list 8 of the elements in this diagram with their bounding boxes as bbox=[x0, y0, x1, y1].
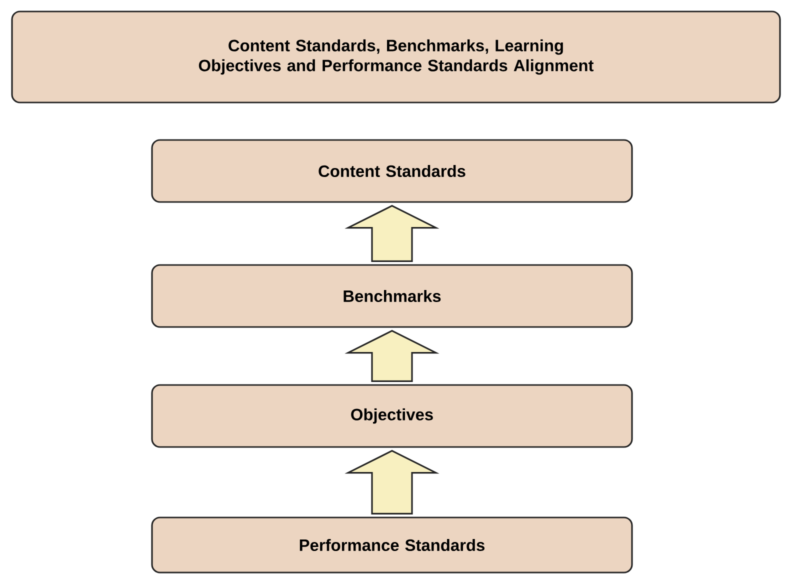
title-box: Content Standards, Benchmarks, Learning Objectives and Performance Standards Alignment bbox=[11, 10, 781, 104]
process-box: Performance Standards bbox=[151, 516, 633, 574]
process-box: Benchmarks bbox=[151, 264, 633, 328]
process-box: Objectives bbox=[151, 384, 633, 448]
block-arrow bbox=[344, 450, 440, 514]
block-arrow bbox=[344, 204, 440, 262]
block-arrow bbox=[344, 330, 440, 382]
process-box: Content Standards bbox=[151, 139, 633, 203]
